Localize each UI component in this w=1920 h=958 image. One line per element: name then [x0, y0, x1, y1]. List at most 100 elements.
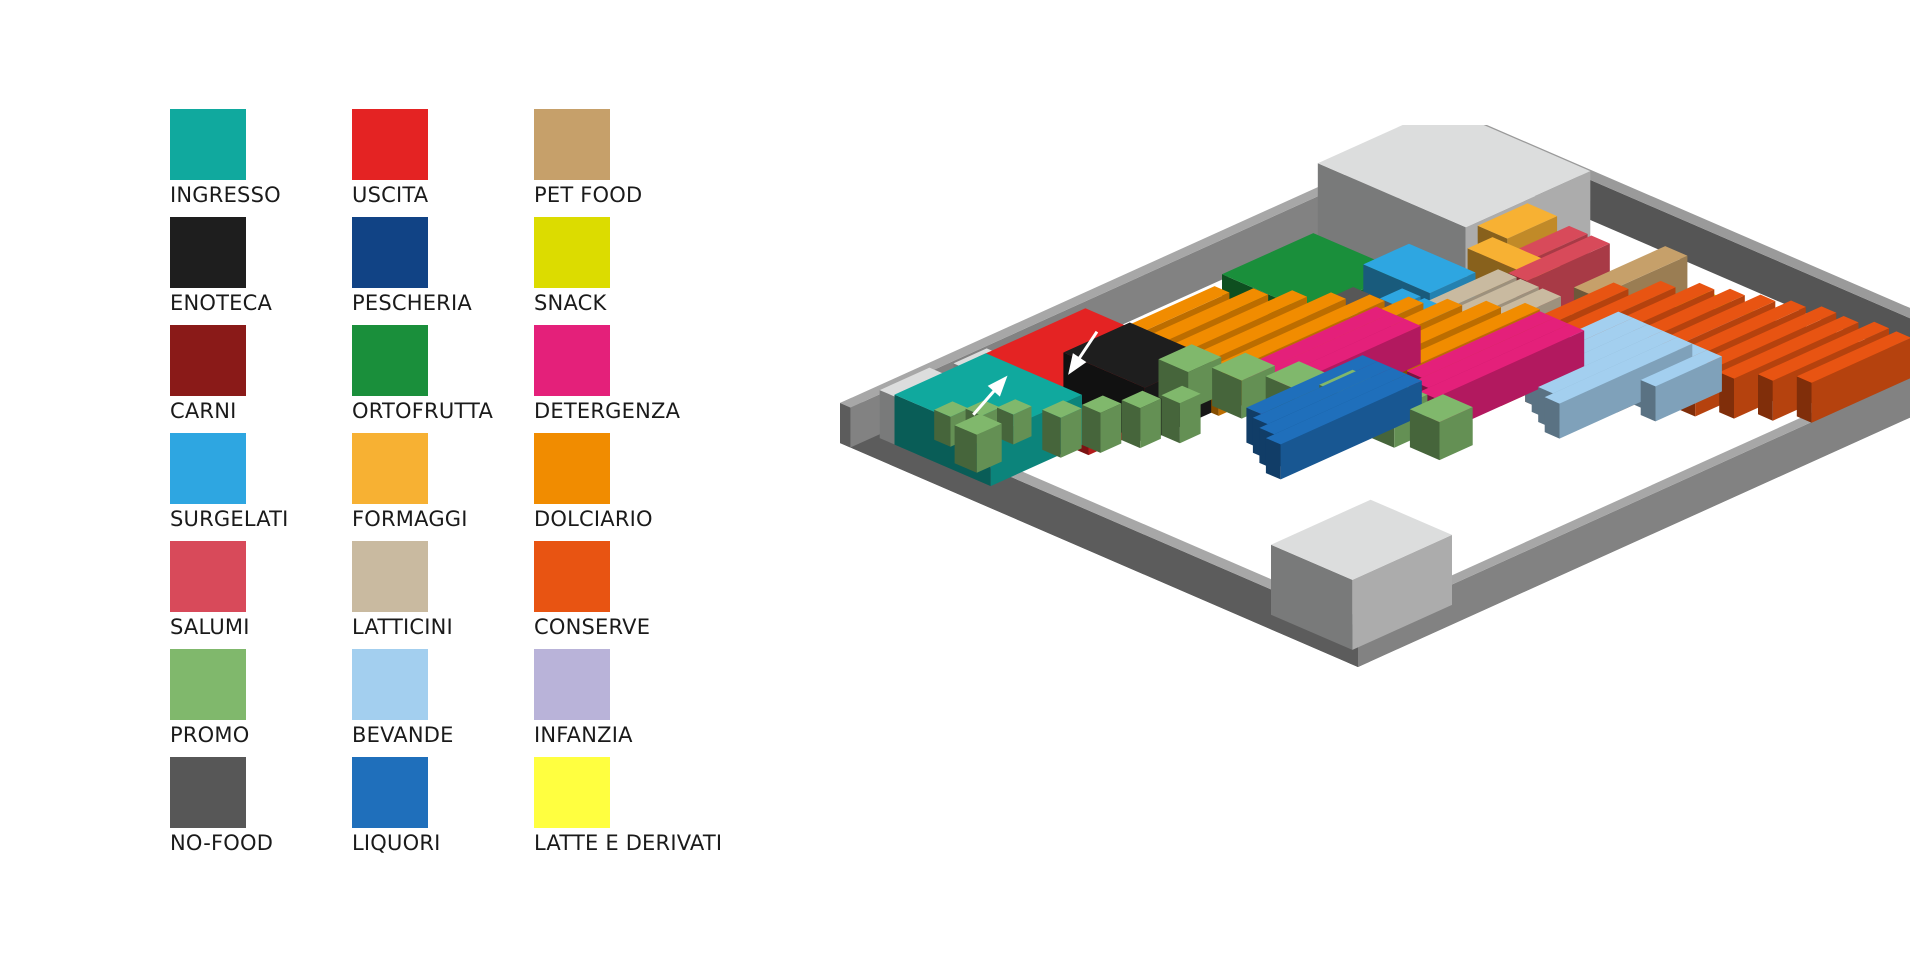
- legend-label: CONSERVE: [534, 615, 651, 639]
- block-liquori: [1265, 374, 1422, 480]
- block-liquori-side: [1280, 380, 1422, 480]
- block-promo-top: [934, 401, 969, 417]
- block-liquori-top: [1259, 367, 1407, 435]
- block-promo-top: [1042, 400, 1082, 418]
- block-bevande: [1544, 337, 1693, 439]
- block-promo-side: [1212, 367, 1242, 419]
- block-salumi-top: [1508, 235, 1610, 281]
- block-liquori-top: [1252, 361, 1393, 425]
- block-promo: [954, 413, 1002, 473]
- legend-label: FORMAGGI: [352, 507, 468, 531]
- block-surgelati-top: [1363, 243, 1476, 294]
- legend-label: USCITA: [352, 183, 429, 207]
- legend-label: ENOTECA: [170, 291, 273, 315]
- legend-label: INFANZIA: [534, 723, 633, 747]
- exit-arrow-icon: [1068, 330, 1099, 375]
- block-liquori-top: [1246, 355, 1378, 414]
- legend-item-surgelati: SURGELATI: [170, 433, 370, 533]
- back-office-top: [1317, 125, 1591, 228]
- block-promo-top: [1212, 352, 1275, 381]
- block-conserve-top: [1796, 331, 1910, 383]
- legend-item-carni: CARNI: [170, 325, 370, 425]
- legend-swatch: [170, 757, 246, 828]
- storage-room-side: [1352, 534, 1452, 650]
- legend-swatch: [352, 757, 428, 828]
- legend-item-bevande: BEVANDE: [352, 649, 552, 749]
- legend-item-infanzia: INFANZIA: [534, 649, 734, 749]
- block-bevande: [1640, 350, 1722, 422]
- legend-swatch: [352, 325, 428, 396]
- legend-label: BEVANDE: [352, 723, 454, 747]
- block-promo: [1121, 390, 1161, 449]
- legend-item-pescheria: PESCHERIA: [352, 217, 552, 317]
- legend-item-promo: PROMO: [170, 649, 370, 749]
- block-detergenza-top: [1250, 313, 1406, 384]
- legend-swatch: [170, 433, 246, 504]
- block-conserve-side: [1758, 374, 1773, 421]
- legend-swatch: [534, 217, 610, 288]
- wall-left-side: [840, 403, 851, 448]
- legend-swatch: [170, 109, 246, 180]
- legend-item-pet-food: PET FOOD: [534, 109, 734, 209]
- wall-right-side: [1358, 377, 1910, 667]
- block-promo-side: [1439, 407, 1473, 461]
- legend-swatch: [170, 325, 246, 396]
- block-formaggi-top: [1477, 203, 1558, 239]
- block-detergenza-top: [1243, 306, 1392, 374]
- block-promo-side: [976, 423, 1002, 473]
- storage-room: [1271, 499, 1452, 650]
- legend-item-ortofrutta: ORTOFRUTTA: [352, 325, 552, 425]
- legend-swatch: [534, 541, 610, 612]
- legend-swatch: [352, 541, 428, 612]
- legend-swatch: [170, 541, 246, 612]
- block-pet-food-top: [1573, 246, 1688, 297]
- block-promo: [997, 399, 1032, 445]
- legend-label: PESCHERIA: [352, 291, 472, 315]
- block-promo: [1042, 400, 1082, 458]
- block-detergenza-top: [1420, 324, 1585, 398]
- legend-swatch: [534, 757, 610, 828]
- block-conserve-top: [1719, 316, 1859, 379]
- legend-item-conserve: CONSERVE: [534, 541, 734, 641]
- legend-item-formaggi: FORMAGGI: [352, 433, 552, 533]
- block-liquori-side: [1265, 438, 1281, 480]
- legend-label: CARNI: [170, 399, 237, 423]
- block-promo-side: [1082, 404, 1101, 453]
- block-dolciario-top: [1392, 302, 1540, 370]
- block-promo-side: [1060, 408, 1082, 458]
- legend-swatch: [170, 649, 246, 720]
- legend-label: INGRESSO: [170, 183, 281, 207]
- legend-label: PROMO: [170, 723, 250, 747]
- legend-swatch: [534, 433, 610, 504]
- block-promo: [1161, 385, 1201, 444]
- block-bevande-top: [1640, 350, 1722, 387]
- storage-room-top: [1271, 499, 1452, 580]
- legend-swatch: [352, 649, 428, 720]
- block-promo-top: [1158, 344, 1222, 373]
- legend-item-salumi: SALUMI: [170, 541, 370, 641]
- block-promo-side: [1121, 400, 1141, 449]
- block-bevande-top: [1538, 330, 1678, 394]
- legend-label: SURGELATI: [170, 507, 289, 531]
- wall-right-top: [1347, 368, 1910, 627]
- block-conserve-top: [1758, 321, 1889, 381]
- block-conserve: [1796, 331, 1910, 423]
- block-bevande-side: [1655, 356, 1722, 422]
- block-conserve-side: [1719, 372, 1734, 419]
- block-conserve-side: [1796, 376, 1812, 423]
- block-promo-side: [1179, 393, 1201, 444]
- entrance-exit-arrows: [972, 330, 1099, 416]
- block-promo-side: [1042, 409, 1061, 458]
- block-detergenza-top: [1413, 317, 1570, 388]
- legend-item-uscita: USCITA: [352, 109, 552, 209]
- legend-label: LIQUORI: [352, 831, 441, 855]
- block-promo-side: [1161, 395, 1180, 444]
- block-promo-top: [1121, 390, 1161, 409]
- block-bevande-side: [1640, 380, 1656, 422]
- block-conserve-side: [1811, 338, 1910, 423]
- entrance-arrow-icon: [972, 375, 1008, 416]
- block-promo-top: [997, 399, 1032, 415]
- legend-label: LATTE E DERIVATI: [534, 831, 723, 855]
- legend-label: NO-FOOD: [170, 831, 274, 855]
- legend-swatch: [352, 109, 428, 180]
